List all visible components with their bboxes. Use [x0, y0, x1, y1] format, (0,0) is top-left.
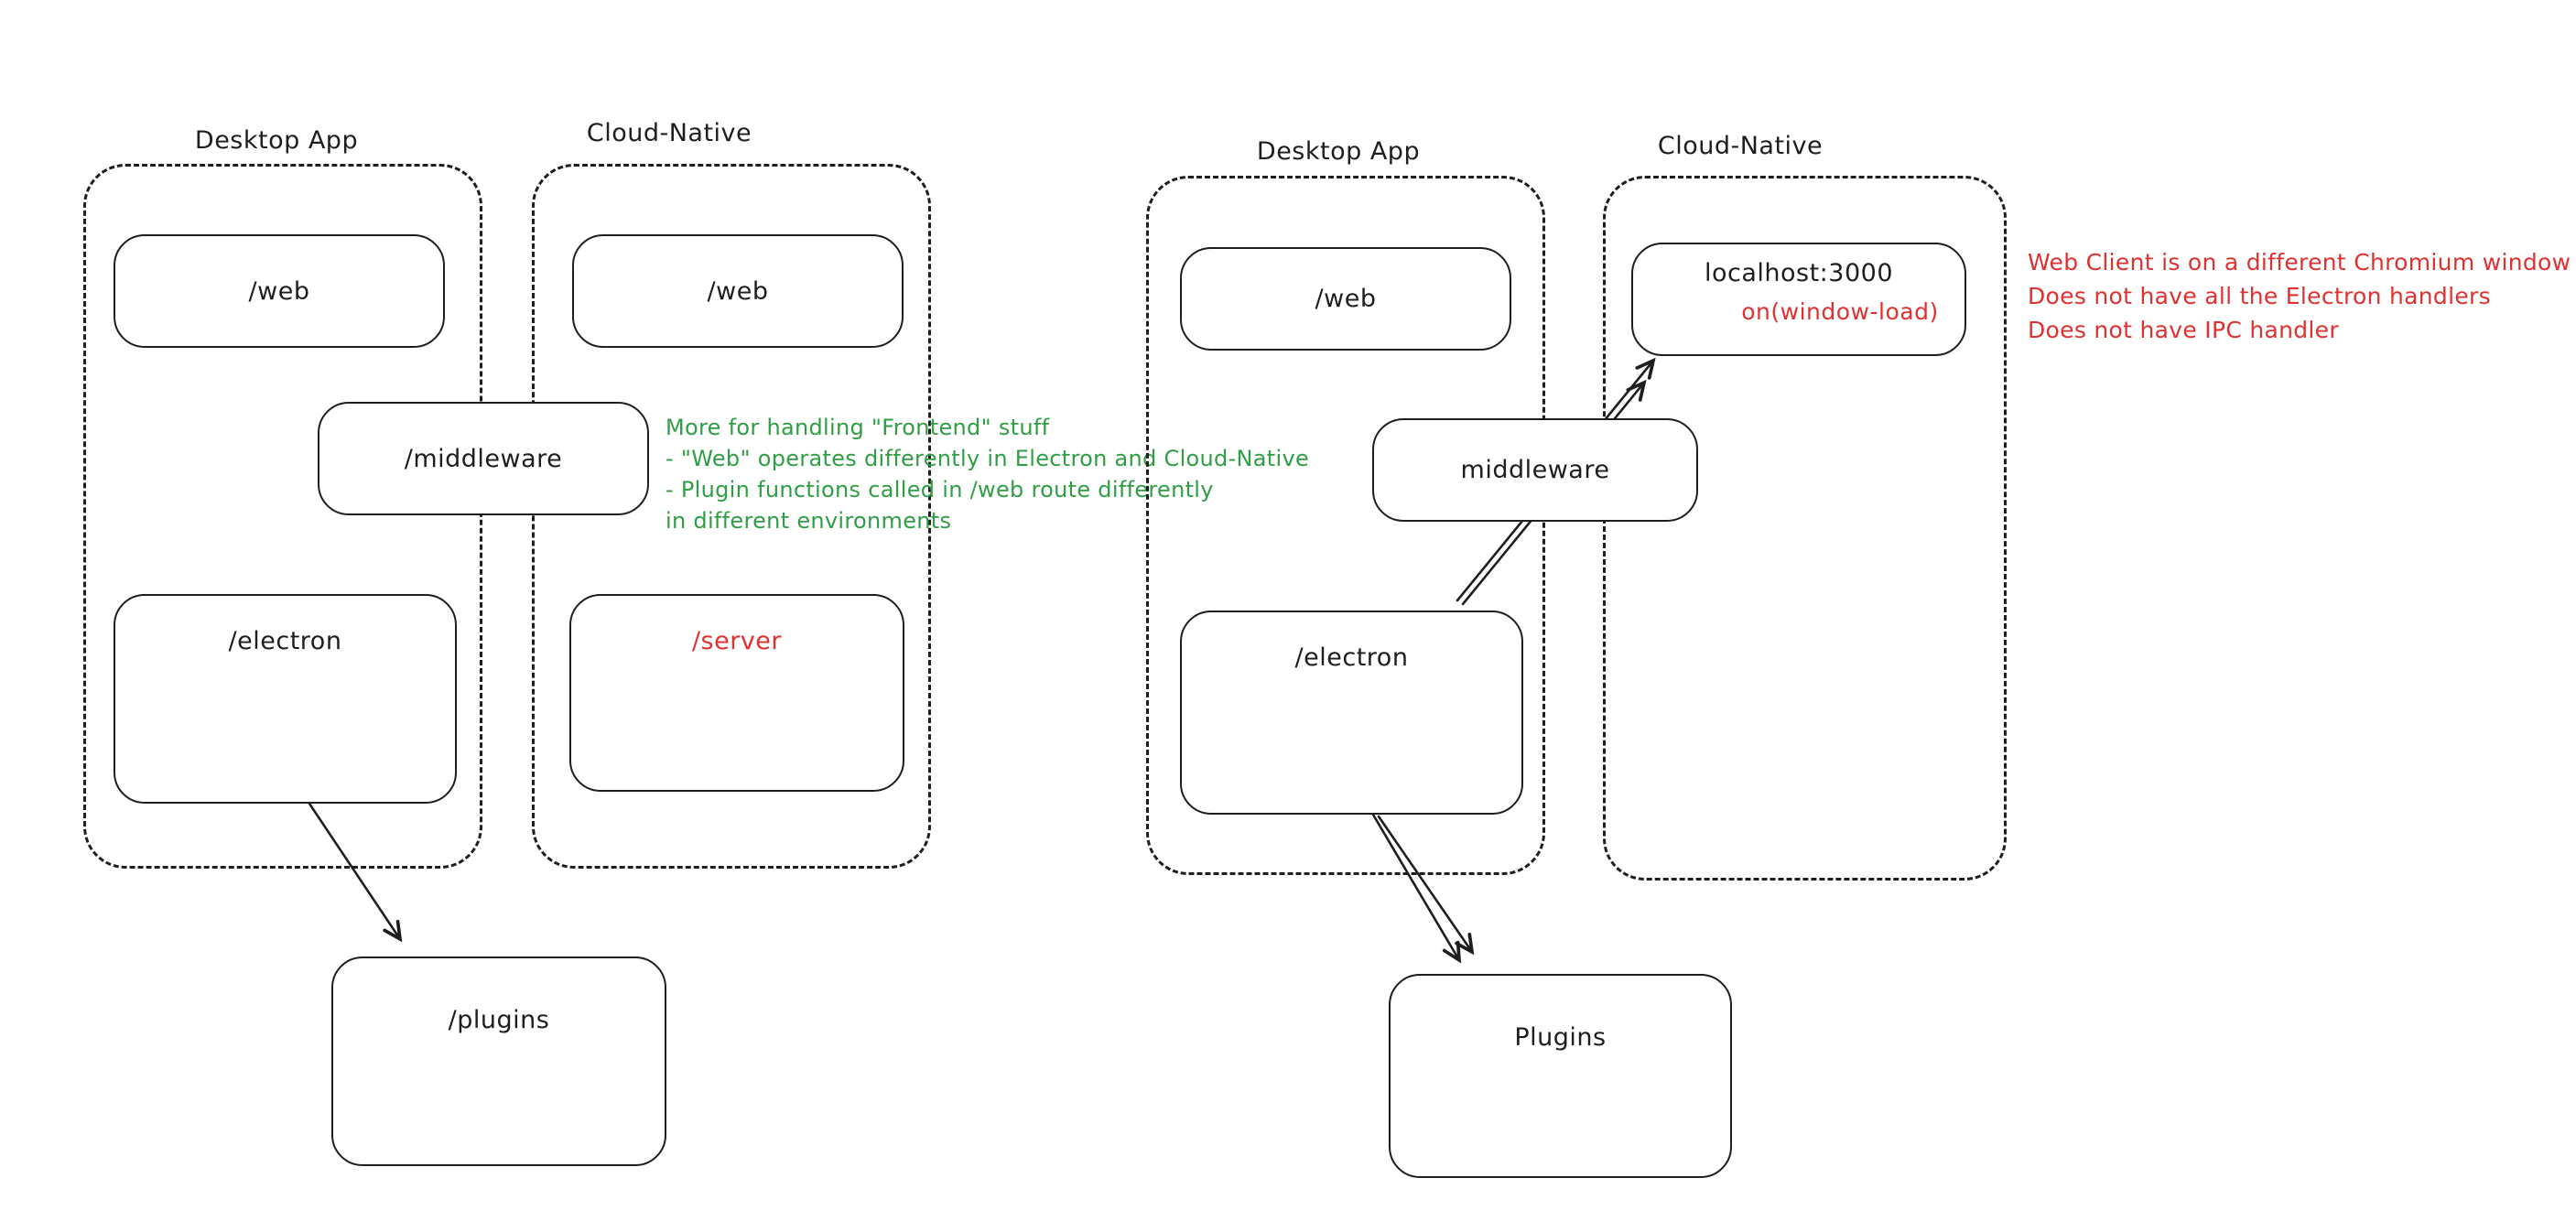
left-cloud-web-node: /web [572, 234, 904, 348]
right-red-annotation: Web Client is on a different Chromium wi… [2028, 245, 2571, 347]
right-desktop-app-title: Desktop App [1256, 137, 1421, 166]
right-red-annotation-line3: Does not have IPC handler [2028, 317, 2339, 343]
right-desktop-app-container [1146, 176, 1545, 875]
left-cloud-native-title: Cloud-Native [586, 119, 752, 147]
right-plugins-label: Plugins [1514, 1023, 1607, 1052]
right-localhost-label: localhost:3000 [1704, 259, 1893, 287]
left-cloud-native-container [532, 164, 931, 869]
left-desktop-app-title: Desktop App [194, 126, 359, 155]
left-server-node: /server [569, 594, 904, 792]
right-electron-node: /electron [1180, 611, 1523, 815]
left-server-label: /server [691, 627, 783, 655]
right-desktop-web-label: /web [1315, 285, 1377, 313]
left-green-annotation-line3: - Plugin functions called in /web route … [666, 477, 1214, 503]
left-desktop-web-label: /web [248, 276, 310, 306]
right-desktop-web-node: /web [1180, 247, 1511, 351]
right-cloud-native-container [1603, 176, 2007, 881]
left-electron-label: /electron [228, 627, 342, 655]
left-green-annotation-line1: More for handling "Frontend" stuff [666, 415, 1050, 440]
right-on-window-load-label: on(window-load) [1741, 298, 1939, 325]
left-plugins-node: /plugins [331, 956, 666, 1166]
left-green-annotation-line4: in different environments [666, 508, 952, 534]
right-cloud-native-title: Cloud-Native [1657, 132, 1824, 160]
left-plugins-label: /plugins [448, 1006, 550, 1034]
left-cloud-web-label: /web [707, 276, 769, 306]
right-plugins-node: Plugins [1389, 974, 1732, 1178]
left-middleware-label: /middleware [404, 444, 563, 473]
right-localhost-node: localhost:3000 on(window-load) [1631, 243, 1966, 356]
right-red-annotation-line2: Does not have all the Electron handlers [2028, 283, 2491, 309]
left-desktop-web-node: /web [114, 234, 445, 348]
left-green-annotation-line2: - "Web" operates differently in Electron… [666, 446, 1310, 471]
right-electron-label: /electron [1294, 643, 1409, 672]
left-desktop-app-container [83, 164, 482, 869]
left-electron-node: /electron [114, 594, 457, 804]
right-middleware-node: middleware [1372, 418, 1698, 522]
right-middleware-label: middleware [1460, 456, 1610, 484]
left-green-annotation: More for handling "Frontend" stuff - "We… [666, 412, 1309, 536]
right-red-annotation-line1: Web Client is on a different Chromium wi… [2028, 249, 2571, 276]
left-middleware-node: /middleware [318, 402, 649, 515]
